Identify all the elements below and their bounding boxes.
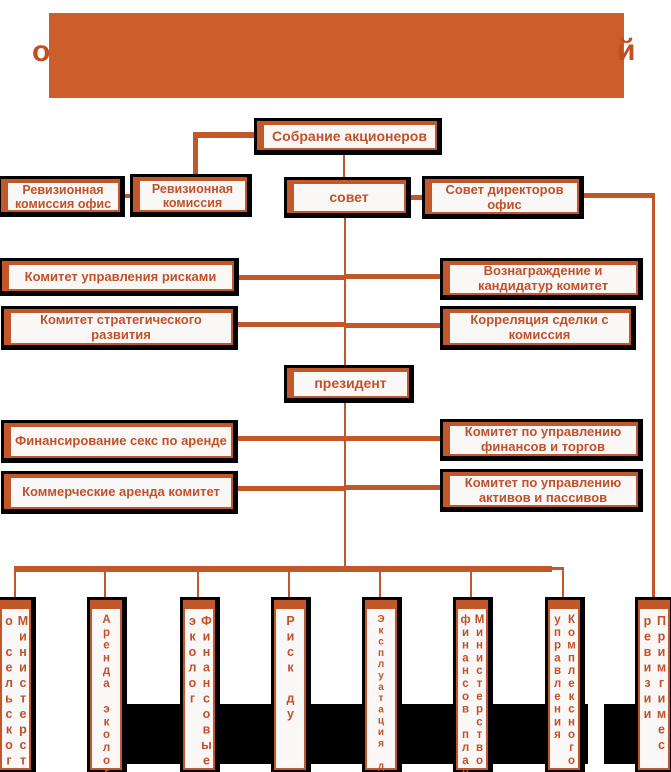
node-label: Собрание акционеров [272,127,427,144]
node-kommercheskie-arenda-komitet: Коммерческие аренда комитет [4,474,233,509]
node-label: Ревизионная комиссия офис [14,182,112,211]
node-sobranie-akcionerov: Собрание акционеров [257,121,437,150]
node-label-column: финансов план [459,614,472,772]
node-label-column: Министерство [473,614,486,768]
node-sovet-direktorov-ofis: Совет директоров офис [425,179,579,214]
node-arenda-ekolog: Аренда эколог [90,600,122,772]
node-korrelyaciya-sdelki: Корреляция сделки с комиссия [443,309,631,345]
node-label-column: Эксплуатация ду [375,614,387,772]
node-revizionnaya-komissiya-ofis: Ревизионная комиссия офис [1,179,120,212]
node-label-column: Аренда эколог [100,614,113,772]
node-ministerstvo-selskogo: Министерств о сельского [0,600,31,772]
shadow-band-right [604,704,638,764]
node-label: Вознаграждение и кандидатур комитет [477,263,609,293]
node-ekspluataciya-du: Эксплуатация ду [365,600,397,772]
connector-right-spine [652,193,655,600]
node-finansirovanie-po-arende: Финансирование секс по аренде [4,423,233,458]
node-label: Комитет по управлению активов и пассивов [464,474,622,505]
title-visible-letter-right: й [617,34,636,67]
connector-drop-2 [104,572,106,600]
connector-rev-link [119,194,133,198]
title-banner [49,13,624,98]
connector-voznag [344,274,445,279]
connector-sobranie-left-v [193,132,198,179]
node-komitet-aktivov-passivov: Комитет по управлению активов и пассивов [443,472,638,507]
node-label: совет [329,188,369,205]
connector-sobranie-left-h [195,132,257,138]
node-label-column: о сельского [2,614,16,772]
node-finansovye-ekolog: Финансовые эколог [183,600,215,770]
node-voznagrazhdenie-kandidatur: Вознаграждение и кандидатур комитет [443,261,638,295]
node-label: Финансирование секс по аренде [15,433,227,449]
node-label: Комитет по управлению финансов и торгов [464,424,622,454]
connector-sobranie-sovet [343,150,345,181]
connector-prezident-bar [344,398,346,566]
node-komitet-strategicheskogo-razvitiya: Комитет стратегического развития [4,309,233,345]
node-revizionnaya-komissiya: Ревизионная комиссия [133,177,247,212]
connector-kom-risk [233,275,344,280]
connector-kommerch [233,486,344,491]
node-label: Комитет управления рисками [24,268,217,284]
node-label-column: ревизии [640,614,655,723]
node-label: президент [314,375,387,392]
connector-sovet-dir-link [406,195,425,200]
title-visible-letter-left: о [32,35,51,68]
node-label-column: Министерств [16,614,30,772]
node-prezident: президент [287,368,409,398]
connector-fin-seks [233,436,344,441]
connector-bottom-bar [14,566,552,572]
connector-dir-right-h [579,193,655,198]
node-risk-du: Риск ду [274,600,306,770]
connector-kom-strat [233,322,344,327]
node-komitet-upravleniya-riskami: Комитет управления рисками [2,261,234,291]
node-label: Корреляция сделки с комиссия [470,312,609,342]
node-label-column: Комплексного [565,614,578,768]
node-label-column: Примгимес [654,614,669,754]
node-sovet: совет [287,180,406,213]
connector-sovet-prezident [344,212,346,368]
node-kompleksnogo-upravleniya: Комплексного управления [548,600,580,770]
node-label-column: Риск ду [283,614,298,723]
connector-drop-3 [197,572,199,600]
connector-kom-fin [344,436,445,441]
node-label: Комитет стратегического развития [40,312,202,342]
connector-bar-elbow-h [552,567,564,570]
connector-drop-6 [470,572,472,600]
node-ministerstvo-finansov: Министерство финансов план [456,600,488,772]
node-label: Ревизионная комиссия [151,181,234,210]
connector-drop-4 [288,572,290,600]
connector-kom-akt [344,485,445,490]
connector-drop-5 [379,572,381,600]
node-label-column: управления [551,614,564,742]
node-label: Коммерческие аренда комитет [22,484,220,500]
node-primgimes-revizii: Примгимес ревизии [638,600,670,770]
node-label: Совет директоров офис [445,181,564,212]
node-label-column: эколог [185,614,200,707]
connector-drop-1 [14,572,16,600]
connector-korrel [344,323,445,328]
node-label-column: Финансовые [199,614,214,769]
node-komitet-finansov-torgov: Комитет по управлению финансов и торгов [443,422,638,456]
connector-drop-7 [562,567,564,600]
